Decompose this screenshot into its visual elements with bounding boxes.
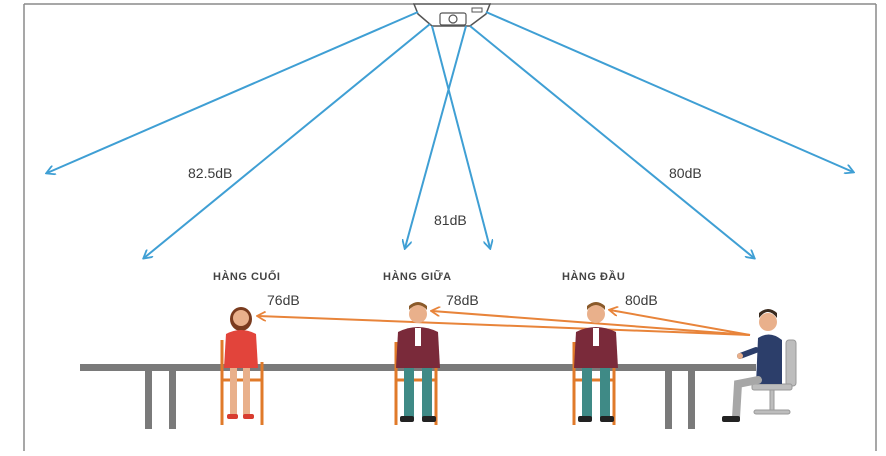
row-label-front: HÀNG ĐẦU xyxy=(562,271,626,283)
seated-person-icon xyxy=(394,302,440,425)
voice-arrow-middle xyxy=(432,311,751,336)
chair-back-row xyxy=(220,340,264,425)
row-label-middle: HÀNG GIỮA xyxy=(383,271,452,283)
seated-person-icon xyxy=(572,302,618,425)
row-label-back: HÀNG CUỐI xyxy=(213,271,281,283)
seated-person-icon xyxy=(220,307,264,425)
beam-mid-b xyxy=(405,25,467,248)
beam-label-left: 82.5dB xyxy=(188,165,233,181)
room-frame xyxy=(23,3,877,451)
voice-label-back: 76dB xyxy=(267,292,300,308)
office-chair xyxy=(751,339,797,415)
beam-mid-a xyxy=(431,25,490,248)
voice-label-front: 80dB xyxy=(625,292,658,308)
voice-arrows xyxy=(258,310,751,336)
beam-far-left xyxy=(47,11,419,173)
beam-right xyxy=(469,25,754,258)
speaker-beams xyxy=(47,11,853,258)
voice-arrow-back xyxy=(258,316,751,336)
ceiling-speaker-icon xyxy=(412,3,492,27)
voice-arrow-front xyxy=(610,310,751,336)
beam-left xyxy=(144,23,431,258)
beam-far-right xyxy=(485,11,853,172)
presenter-icon xyxy=(722,309,797,422)
beam-label-right: 80dB xyxy=(669,165,702,181)
conference-table xyxy=(80,364,756,429)
voice-label-middle: 78dB xyxy=(446,292,479,308)
beam-label-mid: 81dB xyxy=(434,212,467,228)
